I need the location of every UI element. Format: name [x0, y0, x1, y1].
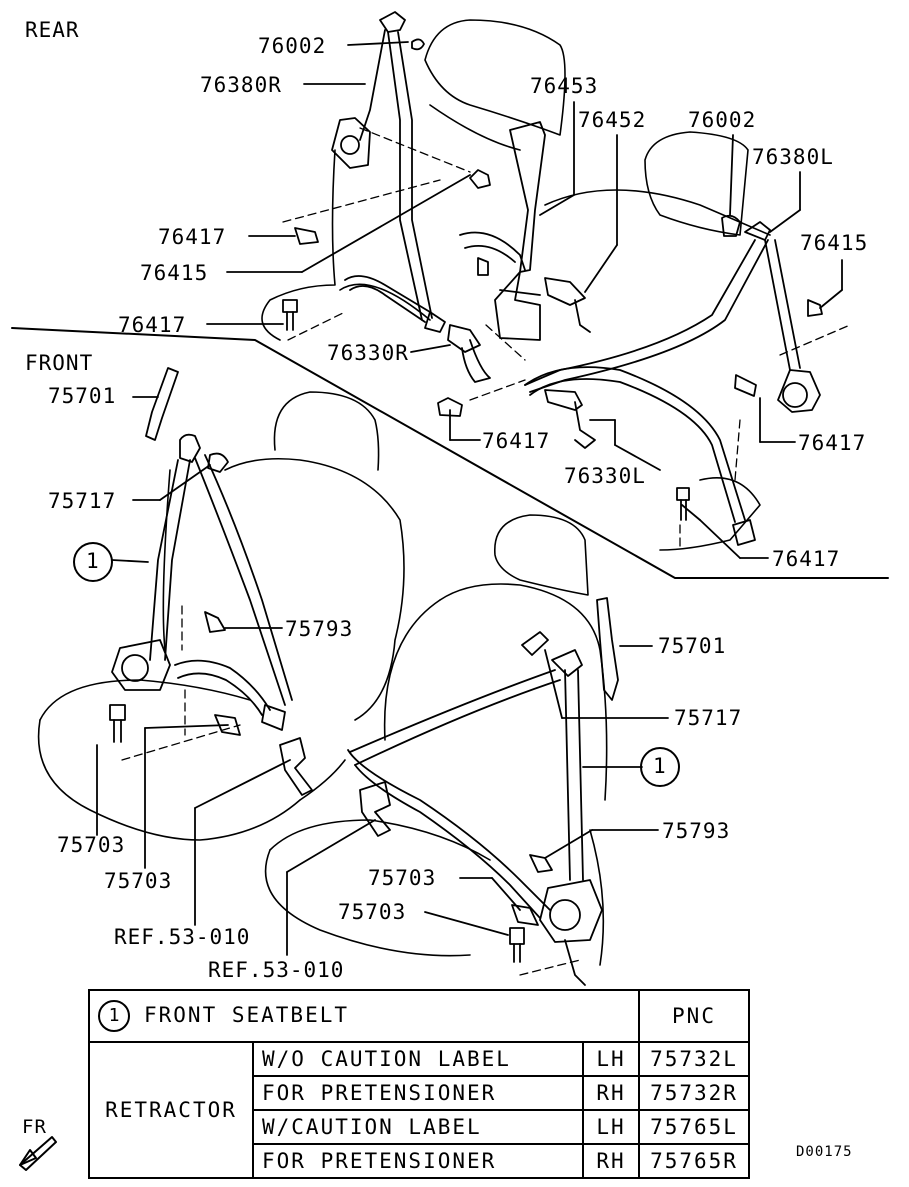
table-title: FRONT SEATBELT	[144, 1003, 350, 1027]
seatbelt-spec-table: 1 FRONT SEATBELT PNC RETRACTOR W/O CAUTIO…	[88, 989, 750, 1179]
leader-lines	[96, 41, 843, 956]
section-divider	[11, 327, 889, 579]
row-side: RH	[582, 1075, 640, 1111]
part-label-76380r: 76380R	[200, 73, 282, 97]
part-label-75793-left: 75793	[285, 617, 354, 641]
callout-circle-right	[640, 747, 680, 787]
table-row: FOR PRETENSIONER RH 75765R	[89, 1143, 750, 1179]
part-label-75703-c: 75703	[368, 866, 437, 890]
row-desc: FOR PRETENSIONER	[252, 1075, 584, 1111]
table-title-cell: 1 FRONT SEATBELT	[88, 989, 640, 1043]
diagram-id: D00175	[796, 1144, 853, 1160]
rear-left-belt	[524, 214, 823, 546]
rear-seat-outline	[261, 19, 771, 551]
part-label-75717-right: 75717	[674, 706, 743, 730]
callout-circle-left	[73, 542, 113, 582]
row-desc: W/O CAUTION LABEL	[252, 1041, 584, 1077]
part-label-76415-b: 76415	[140, 261, 209, 285]
rear-right-belt	[282, 11, 591, 417]
part-label-76330r: 76330R	[327, 341, 409, 365]
part-label-75703-d: 75703	[338, 900, 407, 924]
table-row: RETRACTOR W/O CAUTION LABEL LH 75732L	[88, 1041, 750, 1179]
row-desc: FOR PRETENSIONER	[252, 1143, 584, 1179]
part-label-76002-top: 76002	[258, 34, 327, 58]
ref-label-a: REF.53-010	[114, 925, 251, 949]
pnc-header: PNC	[638, 989, 750, 1043]
rear-dash-lines	[282, 127, 851, 551]
part-label-76330l: 76330L	[564, 464, 646, 488]
front-left-belt	[109, 367, 313, 796]
callout-number-right: 1	[653, 754, 667, 778]
part-label-75701-left: 75701	[48, 384, 117, 408]
table-row: W/CAUTION LABEL LH 75765L	[89, 1109, 750, 1145]
part-label-76417-a: 76417	[158, 225, 227, 249]
table-row: FOR PRETENSIONER RH 75732R	[89, 1075, 750, 1111]
row-desc: W/CAUTION LABEL	[252, 1109, 584, 1145]
callout-number-left: 1	[86, 549, 100, 573]
front-right-belt	[347, 597, 619, 986]
part-label-76002-right: 76002	[688, 108, 757, 132]
front-seat-outline	[37, 391, 608, 966]
row-pnc: 75732R	[638, 1075, 750, 1111]
front-dash-lines	[121, 605, 581, 976]
part-label-76380l: 76380L	[752, 145, 834, 169]
callout-circle-table: 1	[98, 1000, 130, 1032]
fr-label: FR	[22, 1116, 47, 1138]
rear-label: REAR	[25, 18, 80, 42]
part-label-76417-b: 76417	[118, 313, 187, 337]
part-label-75703-a: 75703	[57, 833, 126, 857]
part-label-75701-right: 75701	[658, 634, 727, 658]
part-label-76417-c: 76417	[482, 429, 551, 453]
part-label-76453: 76453	[530, 74, 599, 98]
row-pnc: 75765R	[638, 1143, 750, 1179]
part-label-76417-d: 76417	[798, 431, 867, 455]
row-pnc: 75765L	[638, 1109, 750, 1145]
part-label-76452: 76452	[578, 108, 647, 132]
row-side: LH	[582, 1109, 640, 1145]
front-label: FRONT	[25, 351, 94, 375]
fr-arrow-icon	[19, 1136, 57, 1171]
part-label-75717-left: 75717	[48, 489, 117, 513]
row-pnc: 75732L	[638, 1041, 750, 1077]
ref-label-b: REF.53-010	[208, 958, 345, 982]
row-side: RH	[582, 1143, 640, 1179]
table-header-row: 1 FRONT SEATBELT PNC	[88, 989, 750, 1043]
part-label-76417-e: 76417	[772, 547, 841, 571]
part-label-76415-a: 76415	[800, 231, 869, 255]
part-label-75703-b: 75703	[104, 869, 173, 893]
retractor-label: RETRACTOR	[88, 1041, 254, 1179]
part-label-75793-right: 75793	[662, 819, 731, 843]
row-side: LH	[582, 1041, 640, 1077]
